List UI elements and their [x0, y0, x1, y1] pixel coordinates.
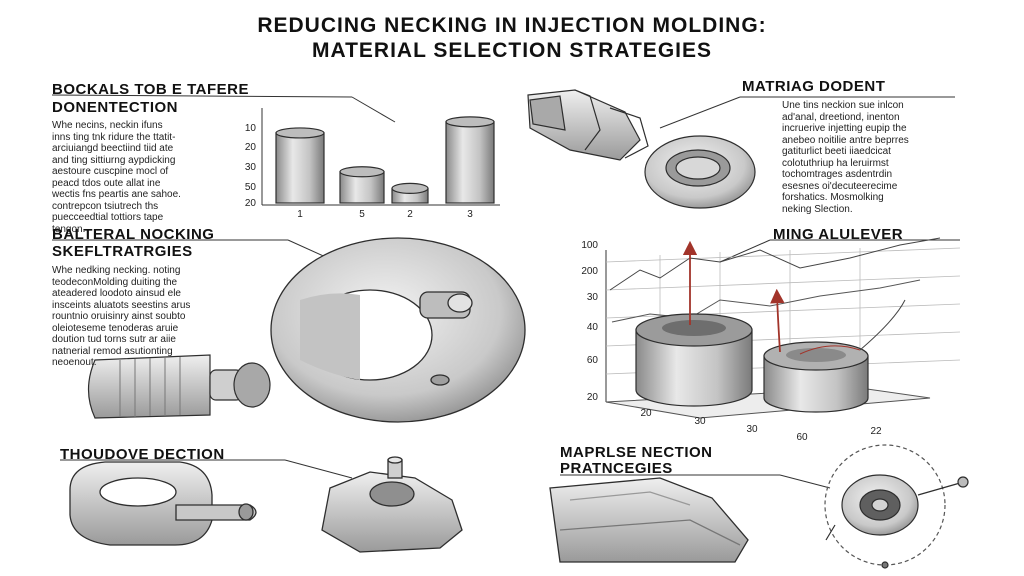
chart2-line-mid [611, 279, 921, 323]
mid-left-description: Whe nedking necking. noting teodeconMold… [52, 265, 191, 368]
leader-line-top-right-diag [659, 96, 741, 129]
chart1-bars [275, 116, 495, 204]
top-left-heading-2: DONENTECTION [52, 99, 178, 116]
chart1-x-tick: 1 [297, 209, 303, 220]
chart1-x-tick: 3 [467, 209, 473, 220]
top-right-heading: MATRIAG DODENT [742, 78, 886, 95]
bottom-right-heading-2: PRATNCEGIES [560, 460, 673, 477]
chart1-y-tick: 30 [245, 162, 257, 173]
clamp-pin-end [238, 503, 254, 521]
page-subtitle: MATERIAL SELECTION STRATEGIES [311, 39, 713, 62]
component-arm-knob [957, 476, 969, 488]
top-right-description: Une tins neckion sue inlcon ad'anal, dre… [782, 100, 909, 215]
chart2-x-tick: 30 [694, 416, 706, 427]
component-arm [917, 482, 961, 496]
chart1-y-tick: 10 [245, 123, 257, 134]
mid-left-heading-1: BALTERAL NOCKING [52, 226, 215, 243]
bracket-hole [369, 481, 415, 507]
chart1-bar-0 [275, 132, 325, 204]
component-leg [825, 524, 836, 541]
ribbed-grooves [119, 357, 181, 417]
plate-top-edge [569, 491, 691, 506]
chart2-y-tick: 40 [587, 322, 599, 333]
circular-component-illustration [824, 444, 969, 569]
chart1-bar-top-3 [445, 116, 495, 128]
plate-part-illustration [549, 477, 749, 563]
chart1-y-tick: 50 [245, 182, 257, 193]
ribbed-cylinder-illustration [87, 354, 271, 419]
leader-line-mid-right-diag [719, 239, 771, 263]
bottom-left-heading: THOUDOVE DECTION [60, 446, 225, 463]
nozzle-face [529, 95, 566, 131]
bracket-body [321, 471, 463, 553]
donut-small-hole [430, 374, 450, 386]
small-cylinder-recess [786, 348, 846, 362]
plate-edge [559, 519, 741, 546]
flange-ring-inner [675, 156, 721, 180]
chart2-line-upper [609, 237, 941, 291]
big-cylinder-body [635, 329, 753, 407]
chart1-y-tick: 20 [245, 198, 257, 209]
chart1-bar-top-2 [391, 182, 429, 194]
donut-part-illustration [270, 237, 526, 423]
leader-line-bottom-left-diag [284, 459, 353, 479]
bracket-part-illustration [321, 456, 463, 553]
clamp-part-illustration [69, 461, 257, 546]
top-left-description: Whe necins, neckin ifuns inns ting tnk r… [52, 120, 181, 235]
chart2-y-tick: 20 [587, 392, 599, 403]
small-cylinder-body [763, 355, 869, 413]
chart1-x-tick: 5 [359, 209, 365, 220]
component-bottom-dot [881, 561, 889, 569]
bottom-right-heading-1: MAPRLSE NECTION [560, 444, 713, 461]
chart2-x-tick: 20 [640, 408, 652, 419]
top-left-heading-1: BOCKALS TOB E TAFERE [52, 81, 249, 98]
chart1-bar-1 [339, 171, 385, 204]
clamp-opening [99, 477, 177, 507]
donut-inner-shade [300, 293, 360, 380]
leader-line-top-left [51, 94, 353, 98]
chart2-x-tick: 30 [746, 424, 758, 435]
ribbed-end [233, 362, 271, 408]
chart1-bar-top-1 [339, 166, 385, 178]
chart2-x-ticks: 20 30 30 60 22 [640, 408, 882, 443]
nozzle-edge [574, 89, 601, 151]
chart1-y-ticks: 10 20 30 50 20 [245, 123, 257, 209]
flange-ring-illustration [644, 135, 756, 209]
chart2-tail-line [859, 299, 906, 351]
nozzle-edge-2 [609, 107, 649, 159]
mid-left-heading-2: SKEFLTRATRGIES [52, 243, 193, 260]
bracket-post-top [387, 456, 403, 464]
chart2-y-tick: 60 [587, 355, 599, 366]
component-hub [871, 498, 889, 512]
donut-slot-pin [447, 293, 473, 313]
red-flow-curve [799, 345, 861, 355]
chart1-bar-top-0 [275, 127, 325, 139]
chart2-y-ticks: 100 200 30 40 60 20 [581, 240, 598, 403]
chart1-bar-3 [445, 121, 495, 204]
chart2-x-tick: 22 [870, 426, 882, 437]
chart2-y-tick: 100 [581, 240, 598, 251]
chart1-y-tick: 20 [245, 142, 257, 153]
mid-right-heading: MING ALULEVER [773, 226, 904, 243]
chart2-x-tick: 60 [796, 432, 808, 443]
big-cylinder-recess [662, 320, 726, 336]
chart2-y-tick: 30 [587, 292, 599, 303]
chart2-y-tick: 200 [581, 266, 598, 277]
leader-line-top-left-diag [351, 96, 396, 123]
leader-line-bottom-right-diag [779, 474, 831, 489]
mold-nozzle-illustration [527, 89, 649, 161]
mold-3d-chart: 100 200 30 40 60 20 20 30 30 60 22 [581, 237, 961, 443]
page-title: REDUCING NECKING IN INJECTION MOLDING: [257, 14, 767, 37]
chart1-x-tick: 2 [407, 209, 413, 220]
red-arrow-right [770, 288, 785, 353]
plate-body [549, 477, 749, 563]
